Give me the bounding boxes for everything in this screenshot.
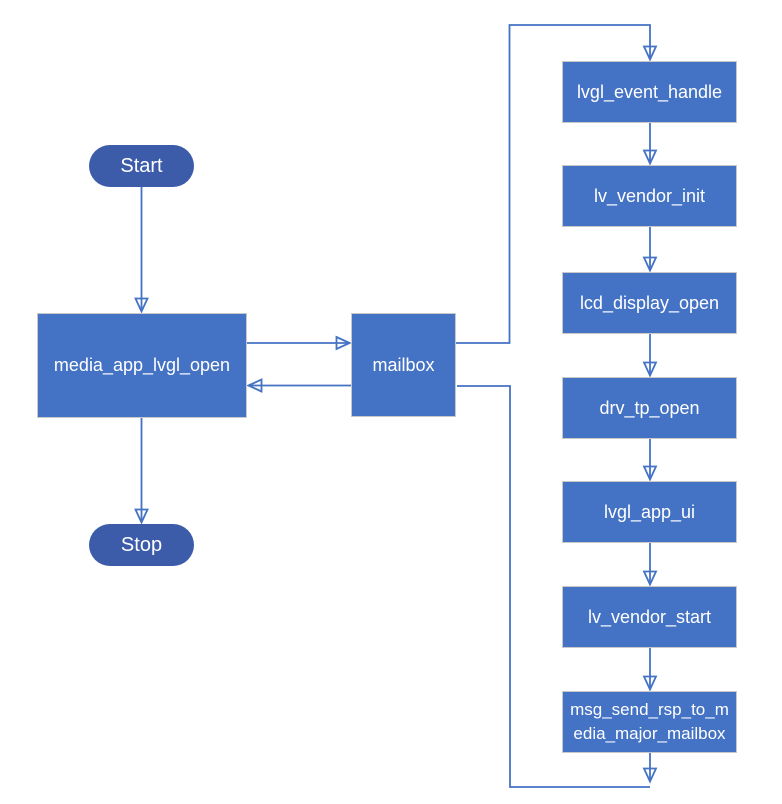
edge-mailbox-to-lvgl-event-handle bbox=[456, 24, 650, 344]
node-media-app-lvgl-open: media_app_lvgl_open bbox=[37, 313, 247, 418]
node-lv-vendor-start: lv_vendor_start bbox=[562, 586, 737, 648]
node-lv-vendor-init: lv_vendor_init bbox=[562, 165, 737, 227]
edge-loop-back-to-mailbox bbox=[457, 385, 650, 788]
node-lvgl-event-handle: lvgl_event_handle bbox=[562, 61, 737, 123]
node-start: Start bbox=[89, 145, 194, 187]
node-lvgl-app-ui: lvgl_app_ui bbox=[562, 481, 737, 543]
node-stop: Stop bbox=[89, 524, 194, 566]
node-drv-tp-open: drv_tp_open bbox=[562, 377, 737, 439]
node-mailbox: mailbox bbox=[351, 313, 456, 417]
node-msg-send-rsp-to-media-major-mailbox: msg_send_rsp_to_media_major_mailbox bbox=[562, 691, 737, 753]
node-lcd-display-open: lcd_display_open bbox=[562, 272, 737, 334]
